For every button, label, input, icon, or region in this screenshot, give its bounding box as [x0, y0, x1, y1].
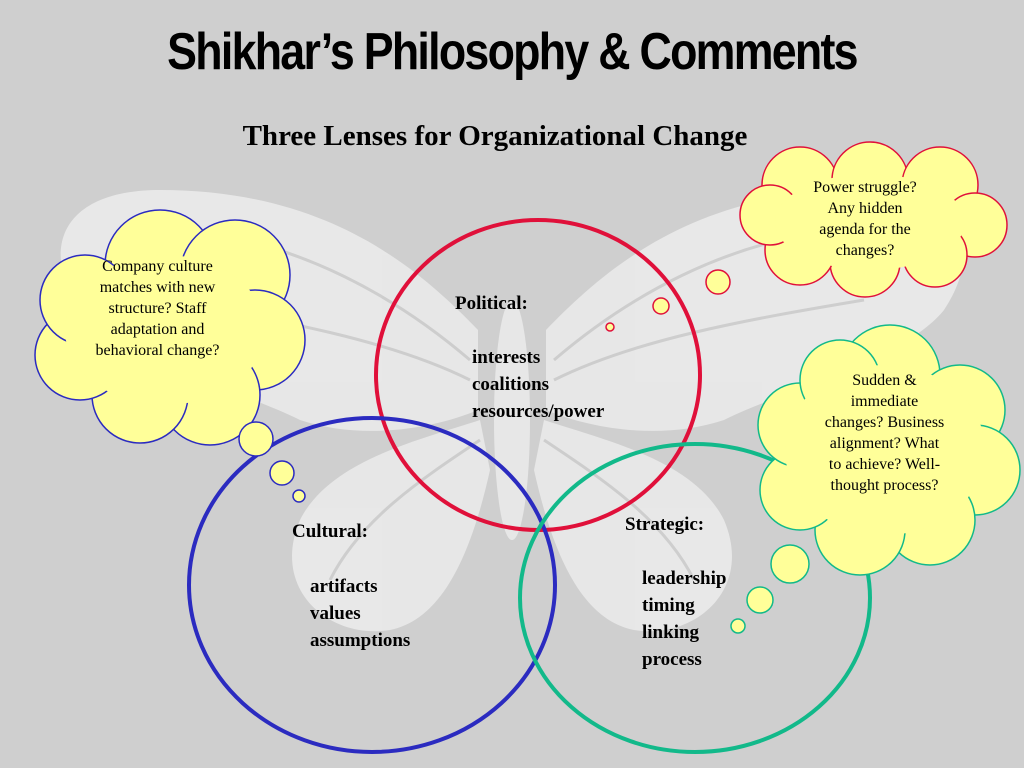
bubble-line: immediate: [850, 393, 919, 410]
political-bubble-text: Power struggle? Any hidden agenda for th…: [790, 177, 940, 261]
strategic-heading: Strategic:: [625, 514, 705, 535]
bubble-line: adaptation and: [110, 321, 205, 338]
strategic-thought-cloud: [757, 324, 1021, 576]
strategic-item: timing: [642, 595, 695, 616]
bubble-line: to achieve? Well-: [828, 456, 941, 473]
strategic-thought-dot-medium: [746, 586, 774, 614]
strategic-lens-circle: [518, 442, 872, 754]
bubble-line: Sudden &: [852, 372, 917, 389]
butterfly-lower-right-wing: [534, 420, 732, 632]
political-item: coalitions: [472, 374, 550, 395]
political-thought-dot-large: [705, 269, 731, 295]
cultural-heading: Cultural:: [292, 521, 368, 542]
bubble-line: Power struggle?: [813, 179, 917, 196]
butterfly-body: [494, 300, 530, 540]
political-thought-cloud: [739, 141, 1008, 298]
butterfly-lower-left-wing: [292, 420, 490, 632]
cultural-thought-dot-medium: [269, 460, 295, 486]
slide-subtitle: Three Lenses for Organizational Change: [242, 120, 748, 152]
cultural-item: assumptions: [310, 630, 411, 651]
cultural-bubble-text: Company culture matches with new structu…: [70, 256, 245, 361]
cultural-thought-dot-large: [238, 421, 274, 457]
political-thought-dot-small: [605, 322, 615, 332]
strategic-item: leadership: [642, 568, 727, 589]
cultural-thought-dot-small: [292, 489, 306, 503]
bubble-line: alignment? What: [829, 435, 940, 452]
political-thought-dot-medium: [652, 297, 670, 315]
cultural-item: artifacts: [310, 576, 378, 597]
strategic-thought-dot-small: [730, 618, 746, 634]
bubble-line: matches with new: [99, 279, 216, 296]
bubble-line: changes? Business: [824, 414, 945, 431]
bubble-line: changes?: [835, 242, 895, 259]
strategic-bubble-text: Sudden & immediate changes? Business ali…: [797, 370, 972, 496]
bubble-line: agenda for the: [819, 221, 911, 238]
political-heading: Political:: [455, 293, 528, 314]
bubble-line: thought process?: [830, 477, 939, 494]
strategic-thought-dot-large: [770, 544, 810, 584]
strategic-item: linking: [642, 622, 700, 643]
slide-title: Shikhar’s Philosophy & Comments: [167, 23, 858, 81]
bubble-line: structure? Staff: [108, 300, 207, 317]
bubble-line: Any hidden: [827, 200, 903, 217]
cultural-lens-circle: [187, 416, 557, 754]
cultural-thought-cloud: [34, 209, 306, 446]
political-item: interests: [472, 347, 541, 368]
bubble-line: behavioral change?: [95, 342, 220, 359]
cultural-item: values: [310, 603, 361, 624]
political-item: resources/power: [472, 401, 605, 422]
bubble-line: Company culture: [102, 258, 213, 275]
strategic-item: process: [642, 649, 702, 670]
